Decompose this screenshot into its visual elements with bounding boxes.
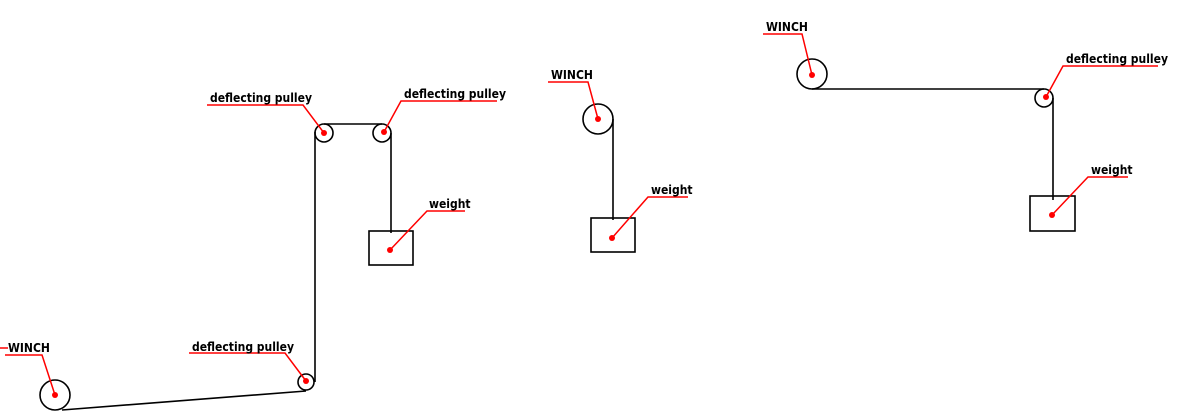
winch-marker — [52, 392, 58, 398]
pulley-leader — [1045, 65, 1158, 98]
pulley-label: deflecting pulley — [1066, 52, 1168, 66]
weight-box — [1029, 195, 1076, 232]
pulley-top-left-label: deflecting pulley — [210, 91, 312, 105]
winch-drum — [39, 379, 71, 411]
diagram-three-pulleys: WINCH deflecting pulley deflecting pulle… — [0, 87, 506, 411]
diagram-direct-winch: WINCH weight — [548, 68, 693, 253]
winch-label: WINCH — [551, 68, 593, 82]
pulley-marker — [1043, 94, 1049, 100]
pulley-bottom-marker — [303, 378, 309, 384]
winch-leader — [548, 81, 599, 120]
deflecting-pulley-bottom — [297, 373, 315, 391]
weight-marker — [1049, 212, 1055, 218]
pulley-top-left-marker — [321, 130, 327, 136]
weight-leader — [1051, 176, 1128, 216]
winch-leader — [763, 33, 813, 76]
weight-leader — [611, 196, 688, 239]
cable-segment — [61, 390, 307, 411]
weight-marker — [609, 235, 615, 241]
weight-marker — [387, 247, 393, 253]
pulley-bottom-label: deflecting pulley — [192, 340, 294, 354]
winch-leader — [0, 347, 56, 396]
pulley-top-right-leader — [383, 100, 497, 133]
winch-label: WINCH — [766, 20, 808, 34]
weight-box — [368, 230, 414, 266]
pulley-bottom-leader — [189, 352, 307, 382]
weight-box — [590, 217, 636, 253]
pulley-top-right-label: deflecting pulley — [404, 87, 506, 101]
diagram-single-pulley: WINCH deflecting pulley weight — [763, 20, 1168, 232]
winch-marker — [595, 116, 601, 122]
weight-label: weight — [429, 197, 471, 211]
pulley-top-left-leader — [207, 104, 325, 134]
winch-label: WINCH — [8, 341, 50, 355]
winch-marker — [809, 72, 815, 78]
weight-label: weight — [651, 183, 693, 197]
weight-label: weight — [1091, 163, 1133, 177]
weight-leader — [389, 210, 465, 251]
pulley-top-right-marker — [381, 129, 387, 135]
